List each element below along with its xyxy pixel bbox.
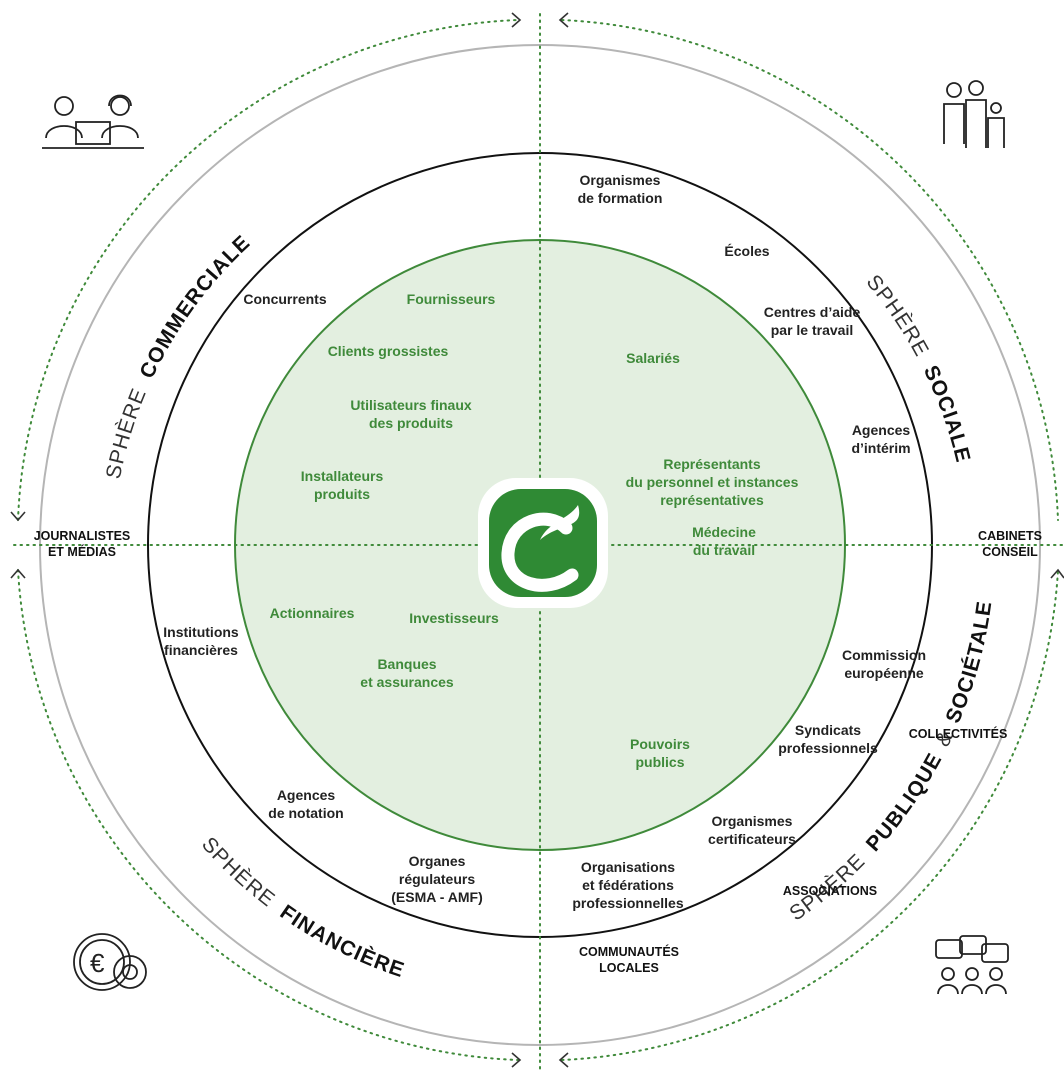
svg-text:€: € bbox=[90, 948, 105, 978]
label-salaries: Salariés bbox=[626, 350, 680, 366]
label-clients-grossistes: Clients grossistes bbox=[327, 343, 449, 359]
outer-dotted-arcs bbox=[17, 19, 1059, 1061]
company-logo bbox=[478, 478, 608, 608]
sphere-commerciale-title: SPHÈRE COMMERCIALE bbox=[102, 231, 255, 481]
label-actionnaires: Actionnaires bbox=[269, 605, 355, 621]
euro-gear-icon: € bbox=[73, 933, 147, 991]
label-fournisseurs: Fournisseurs bbox=[406, 291, 496, 307]
label-associations: ASSOCIATIONS bbox=[782, 884, 878, 898]
label-collectivites: COLLECTIVITÉS bbox=[908, 727, 1008, 741]
arc-arrowheads bbox=[10, 12, 1064, 1068]
label-concurrents: Concurrents bbox=[243, 291, 327, 307]
people-laptop-headset-icon bbox=[42, 94, 144, 149]
speech-bubbles-group-icon bbox=[935, 935, 1009, 995]
sphere-financiere-title: SPHÈRE FINANCIÈRE bbox=[197, 833, 408, 983]
label-investisseurs: Investisseurs bbox=[409, 610, 499, 626]
family-icon bbox=[943, 80, 1005, 148]
label-ecoles: Écoles bbox=[724, 243, 770, 259]
